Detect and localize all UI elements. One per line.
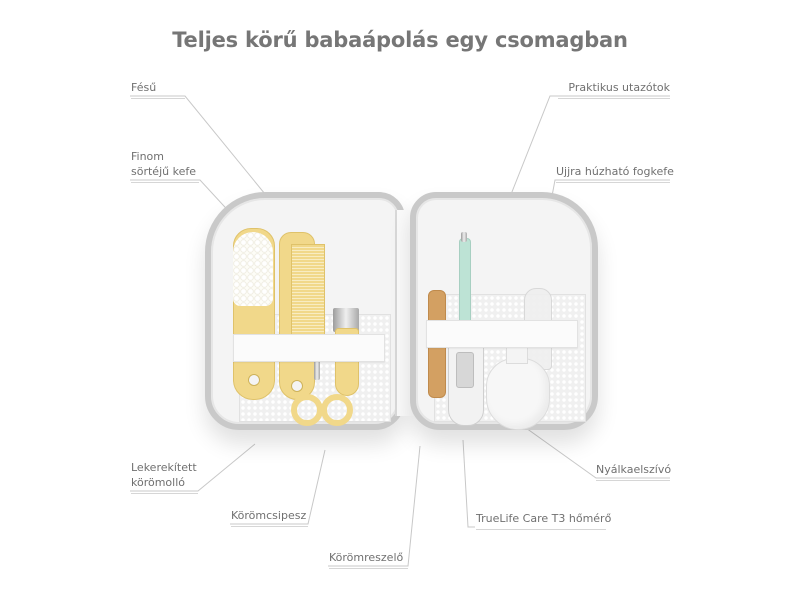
label-lekerekitett-korommollo: Lekerekített körömolló: [131, 460, 198, 494]
travel-case: [205, 192, 600, 432]
brush-hole: [248, 374, 260, 386]
comb-hole: [291, 380, 303, 392]
label-koromcsipesz-text: Körömcsipesz: [231, 509, 307, 522]
label-homero-text: TrueLife Care T3 hőmérő: [476, 512, 612, 525]
case-right-half: [410, 192, 598, 430]
label-nyalkaelszivo: Nyálkaelszívó: [596, 462, 672, 481]
scissors-ring-right: [321, 394, 353, 426]
label-finom-line1: Finom: [131, 150, 164, 163]
label-praktikus: Praktikus utazótok: [558, 80, 670, 99]
label-finom-line2: sörtéjű kefe: [131, 165, 196, 178]
label-koromreszelo: Körömreszelő: [329, 550, 408, 569]
label-fesu: Fésű: [131, 80, 185, 99]
thermometer-probe: [461, 232, 467, 242]
label-fesu-text: Fésű: [131, 81, 157, 94]
elastic-strap-left: [233, 334, 385, 362]
elastic-strap-right: [426, 320, 578, 348]
page-title: Teljes körű babaápolás egy csomagban: [172, 28, 628, 52]
brush-bristles: [233, 232, 273, 306]
label-ujjra-text: Ujjra húzható fogkefe: [556, 165, 674, 178]
comb-teeth: [291, 244, 325, 336]
scissors-ring-left: [291, 394, 323, 426]
label-lekerekitett-line1: Lekerekített: [131, 461, 197, 474]
nasal-aspirator: [486, 358, 550, 430]
thermometer-tip: [459, 238, 471, 330]
label-lekerekitett-line2: körömolló: [131, 476, 186, 489]
label-ujjra-fogkefe: Ujjra húzható fogkefe: [556, 164, 674, 183]
thermometer-display: [456, 352, 474, 388]
label-homero: TrueLife Care T3 hőmérő: [476, 511, 611, 530]
label-finom-kefe: Finom sörtéjű kefe: [131, 149, 199, 183]
scissors-blade: [314, 346, 320, 380]
label-koromcsipesz: Körömcsipesz: [231, 508, 308, 527]
case-left-half: [205, 192, 405, 430]
label-nyalka-text: Nyálkaelszívó: [596, 463, 672, 476]
label-praktikus-text: Praktikus utazótok: [568, 81, 670, 94]
label-koromreszelo-text: Körömreszelő: [329, 551, 404, 564]
